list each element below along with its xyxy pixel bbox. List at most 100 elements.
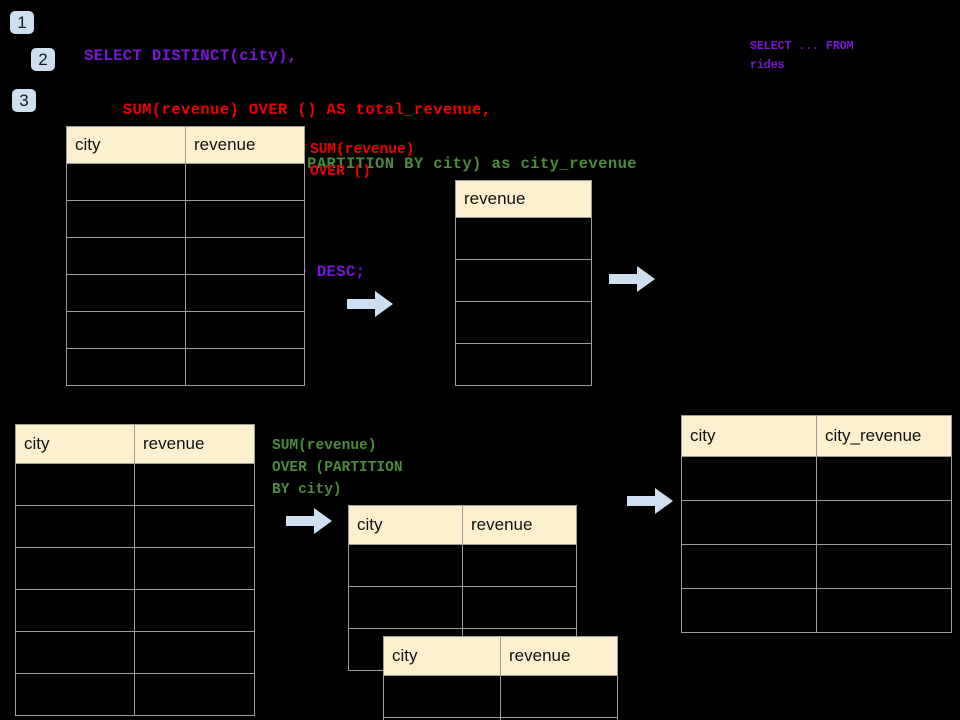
column-header-revenue: revenue [134,424,255,464]
cell-city [348,586,463,629]
cell-city [348,544,463,587]
table-header-row: city revenue [348,505,577,545]
cell-city [681,588,817,633]
cell-city-revenue [816,456,952,501]
table-row [66,311,305,349]
table-row [383,717,618,720]
table-row [383,675,618,718]
table-row [66,348,305,386]
cell-city [681,456,817,501]
cell-revenue [185,274,305,312]
cell-city [15,547,135,590]
result-table: city city_revenue [681,415,952,633]
total-revenue-table: revenue [455,180,592,386]
cell-city-revenue [816,544,952,589]
column-header-city: city [66,126,186,164]
table-row [681,500,952,545]
cell-revenue [185,163,305,201]
table-row [455,301,592,344]
cell-city [66,348,186,386]
cell-city [15,589,135,632]
arrow-rides-to-total-revenue [347,291,393,317]
cell-city [66,163,186,201]
source-query-note: SELECT ... FROM rides [750,40,854,72]
cell-city [383,675,501,718]
table-row [455,343,592,386]
column-header-revenue: revenue [185,126,305,164]
table-row [66,163,305,201]
cell-revenue [462,586,577,629]
step-badge-2: 2 [31,48,55,71]
table-row [15,673,255,716]
table-row [681,588,952,633]
column-header-city-revenue: city_revenue [816,415,952,457]
cell-revenue [455,343,592,386]
table-row [348,544,577,587]
table-header-row: city revenue [66,126,305,164]
cell-city [66,274,186,312]
cell-revenue [455,217,592,260]
table-row [66,200,305,238]
column-header-city: city [15,424,135,464]
table-header-row: city city_revenue [681,415,952,457]
cell-revenue [134,589,255,632]
cell-revenue [185,200,305,238]
cell-city [66,237,186,275]
cell-city [15,673,135,716]
column-header-revenue: revenue [462,505,577,545]
cell-revenue [134,505,255,548]
table-row [455,217,592,260]
cell-revenue [134,673,255,716]
rides-source-table-bottom: city revenue [15,424,255,716]
table-row [15,631,255,674]
city-revenue-annotation: SUM(revenue) OVER (PARTITION BY city) [272,438,403,498]
table-row [348,586,577,629]
cell-city [15,463,135,506]
cell-revenue [455,301,592,344]
table-row [455,259,592,302]
cell-revenue [134,547,255,590]
table-row [15,505,255,548]
cell-revenue [500,675,618,718]
cell-revenue [134,631,255,674]
table-row [15,589,255,632]
rides-source-table-top: city revenue [66,126,305,386]
table-row [15,547,255,590]
cell-city [66,311,186,349]
cell-city [681,500,817,545]
table-header-row: city revenue [15,424,255,464]
table-row [66,237,305,275]
table-row [66,274,305,312]
cell-revenue [185,237,305,275]
partition-table-front: city revenue [383,636,618,720]
arrow-partition-to-result [627,488,673,514]
cell-city [66,200,186,238]
cell-revenue [134,463,255,506]
table-row [681,456,952,501]
column-header-city: city [383,636,501,676]
cell-city [15,505,135,548]
table-header-row: revenue [455,180,592,218]
cell-city [15,631,135,674]
cell-revenue [455,259,592,302]
column-header-revenue: revenue [500,636,618,676]
cell-revenue [462,544,577,587]
column-header-city: city [348,505,463,545]
table-header-row: city revenue [383,636,618,676]
arrow-rides-to-partition [286,508,332,534]
total-revenue-annotation: SUM(revenue) OVER () [310,142,415,180]
cell-revenue [500,717,618,720]
table-row [15,463,255,506]
partition-table-back: city revenue [348,505,577,671]
cell-revenue [185,348,305,386]
cell-revenue [185,311,305,349]
sql-line-2: SUM(revenue) OVER () AS total_revenue, [84,101,492,119]
step-badge-1: 1 [10,11,34,34]
column-header-city: city [681,415,817,457]
sql-line-1: SELECT DISTINCT(city), [84,47,298,65]
arrow-total-revenue-to-result [609,266,655,292]
step-badge-3: 3 [12,89,36,112]
table-row [681,544,952,589]
cell-city [681,544,817,589]
